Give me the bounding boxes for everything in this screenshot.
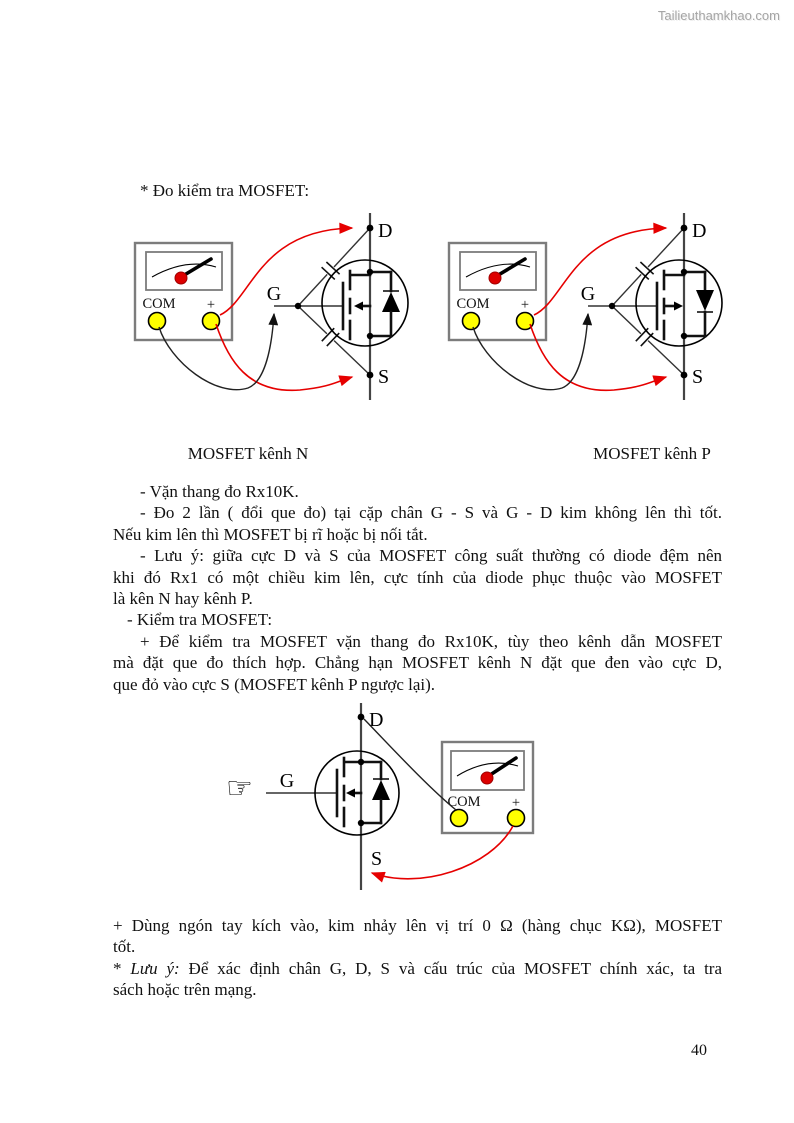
com-terminal	[147, 311, 167, 331]
body-line: * Lưu ý: Để xác định chân G, D, S và cấu…	[113, 958, 722, 979]
drain-label: D	[692, 220, 706, 242]
figure-mosfet-n-test: COM +	[133, 213, 409, 400]
com-label: COM	[142, 296, 175, 312]
note-label: Lưu ý:	[130, 958, 180, 978]
source-label: S	[371, 848, 382, 870]
meter-scale-arc	[456, 762, 519, 777]
body-line: + Để kiểm tra MOSFET vặn thang đo Rx10K,…	[140, 631, 722, 651]
body-line: sách hoặc trên mạng.	[113, 980, 257, 1000]
source-label: S	[378, 366, 389, 388]
meter-needle-pivot	[480, 771, 494, 785]
com-label: COM	[456, 296, 489, 312]
red-probe-wire-to-source	[370, 825, 514, 883]
body-line: khi đó Rx1 có một chiều kim lên, cực tín…	[113, 567, 722, 587]
plus-label: +	[512, 795, 520, 811]
plus-terminal	[506, 808, 526, 828]
gate-drain-capacitance	[611, 227, 685, 307]
drain-node	[366, 224, 374, 232]
meter-scale-arc	[465, 263, 531, 278]
body-line: tốt.	[113, 937, 136, 957]
gate-node	[608, 302, 616, 310]
figure-mosfet-p-test: COM +	[447, 213, 723, 400]
mosfet-n-symbol	[321, 259, 409, 347]
body-line: - Vặn thang đo Rx10K.	[140, 482, 299, 501]
red-probe-wire-to-drain	[533, 222, 668, 316]
source-node	[366, 371, 374, 379]
body-line: - Lưu ý: giữa cực D và S của MOSFET công…	[140, 546, 722, 566]
body-arrow-n	[354, 301, 363, 311]
transistor-circle	[635, 259, 723, 347]
body-arrow-p	[674, 301, 683, 311]
note-prefix: *	[113, 958, 131, 978]
gate-label: G	[280, 770, 294, 792]
drain-label: D	[369, 709, 383, 731]
black-probe-wire-to-gate	[158, 312, 279, 391]
body-diode	[359, 760, 390, 825]
figure-finger-test: COM + D G S	[266, 703, 535, 890]
multimeter: COM +	[447, 241, 548, 342]
gate-source-capacitance	[611, 305, 685, 376]
caption-mosfet-p: MOSFET kênh P	[593, 444, 711, 463]
body-arrow-n	[346, 788, 355, 798]
plus-terminal	[201, 311, 221, 331]
note-rest: Để xác định chân G, D, S và cấu trúc của…	[179, 958, 723, 978]
source-label: S	[692, 366, 703, 388]
body-line: mà đặt que đo thích hợp. Chẳng hạn MOSFE…	[113, 653, 722, 673]
pointing-hand-icon: ☞	[226, 771, 253, 806]
mosfet-n-symbol	[314, 750, 400, 836]
com-terminal	[461, 311, 481, 331]
body-diode	[682, 270, 714, 338]
body-text: - Vặn thang đo Rx10K. - Đo 2 lần ( đổi q…	[113, 481, 722, 695]
multimeter: COM +	[133, 241, 234, 342]
meter-needle-pivot	[174, 271, 188, 285]
plus-terminal	[515, 311, 535, 331]
watermark: Tailieuthamkhao.com	[657, 8, 780, 23]
gate-label: G	[581, 283, 595, 305]
body-diode	[368, 270, 400, 338]
body-line: + Dùng ngón tay kích vào, kim nhảy lên v…	[113, 916, 722, 935]
drain-node	[680, 224, 688, 232]
plus-label: +	[207, 297, 215, 313]
red-probe-wire-to-source	[215, 323, 354, 392]
drain-label: D	[378, 220, 392, 242]
source-node	[680, 371, 688, 379]
gate-drain-capacitance	[297, 227, 371, 307]
body-line: là kên N hay kênh P.	[113, 588, 253, 608]
red-probe-wire-to-drain	[219, 222, 354, 316]
gate-node	[294, 302, 302, 310]
gate-source-capacitance	[297, 305, 371, 376]
black-probe-wire-to-gate	[472, 312, 593, 391]
body-line: - Đo 2 lần ( đổi que đo) tại cặp chân G …	[140, 503, 722, 523]
body-line: que đỏ vào cực S (MOSFET kênh P ngược lạ…	[113, 674, 436, 694]
section-title: * Đo kiểm tra MOSFET:	[140, 181, 310, 200]
page-number: 40	[691, 1042, 707, 1059]
gate-label: G	[267, 283, 281, 305]
com-terminal	[449, 808, 469, 828]
meter-needle-pivot	[488, 271, 502, 285]
plus-label: +	[521, 297, 529, 313]
body-line: - Kiểm tra MOSFET:	[127, 610, 273, 630]
black-probe-wire-to-drain	[363, 718, 457, 811]
caption-mosfet-n: MOSFET kênh N	[187, 444, 309, 463]
meter-scale-arc	[151, 263, 217, 278]
transistor-circle	[314, 750, 400, 836]
multimeter: COM +	[440, 740, 535, 835]
red-probe-wire-to-source	[529, 323, 668, 392]
drain-node	[357, 713, 365, 721]
mosfet-p-symbol	[635, 259, 723, 347]
transistor-circle	[321, 259, 409, 347]
body-line: Nếu kim lên thì MOSFET bị rĩ hoặc bị nối…	[113, 524, 428, 544]
bottom-text: + Dùng ngón tay kích vào, kim nhảy lên v…	[113, 915, 722, 1001]
com-label: COM	[447, 794, 480, 810]
